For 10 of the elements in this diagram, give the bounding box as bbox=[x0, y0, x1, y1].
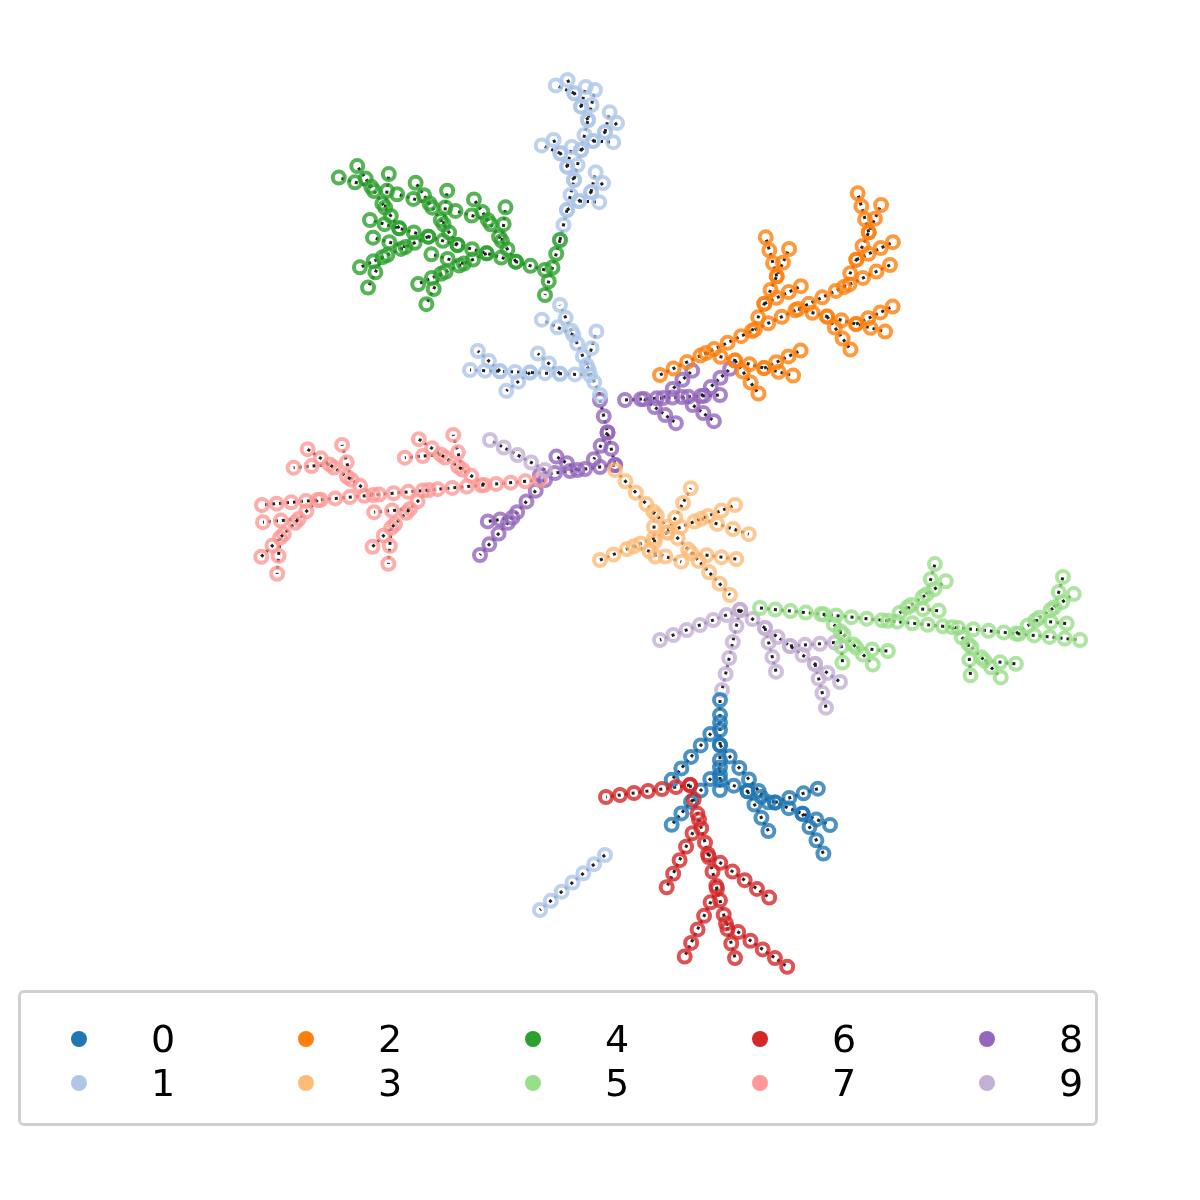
legend-label: 9 bbox=[1059, 1061, 1084, 1105]
legend-label: 1 bbox=[151, 1061, 176, 1105]
legend-label: 7 bbox=[832, 1061, 857, 1105]
legend-label: 4 bbox=[605, 1017, 630, 1061]
legend-label: 2 bbox=[378, 1017, 403, 1061]
legend-label: 5 bbox=[605, 1061, 630, 1105]
legend-label: 6 bbox=[832, 1017, 857, 1061]
legend-label: 8 bbox=[1059, 1017, 1084, 1061]
legend-label: 3 bbox=[378, 1061, 403, 1105]
legend-label: 0 bbox=[151, 1017, 176, 1061]
